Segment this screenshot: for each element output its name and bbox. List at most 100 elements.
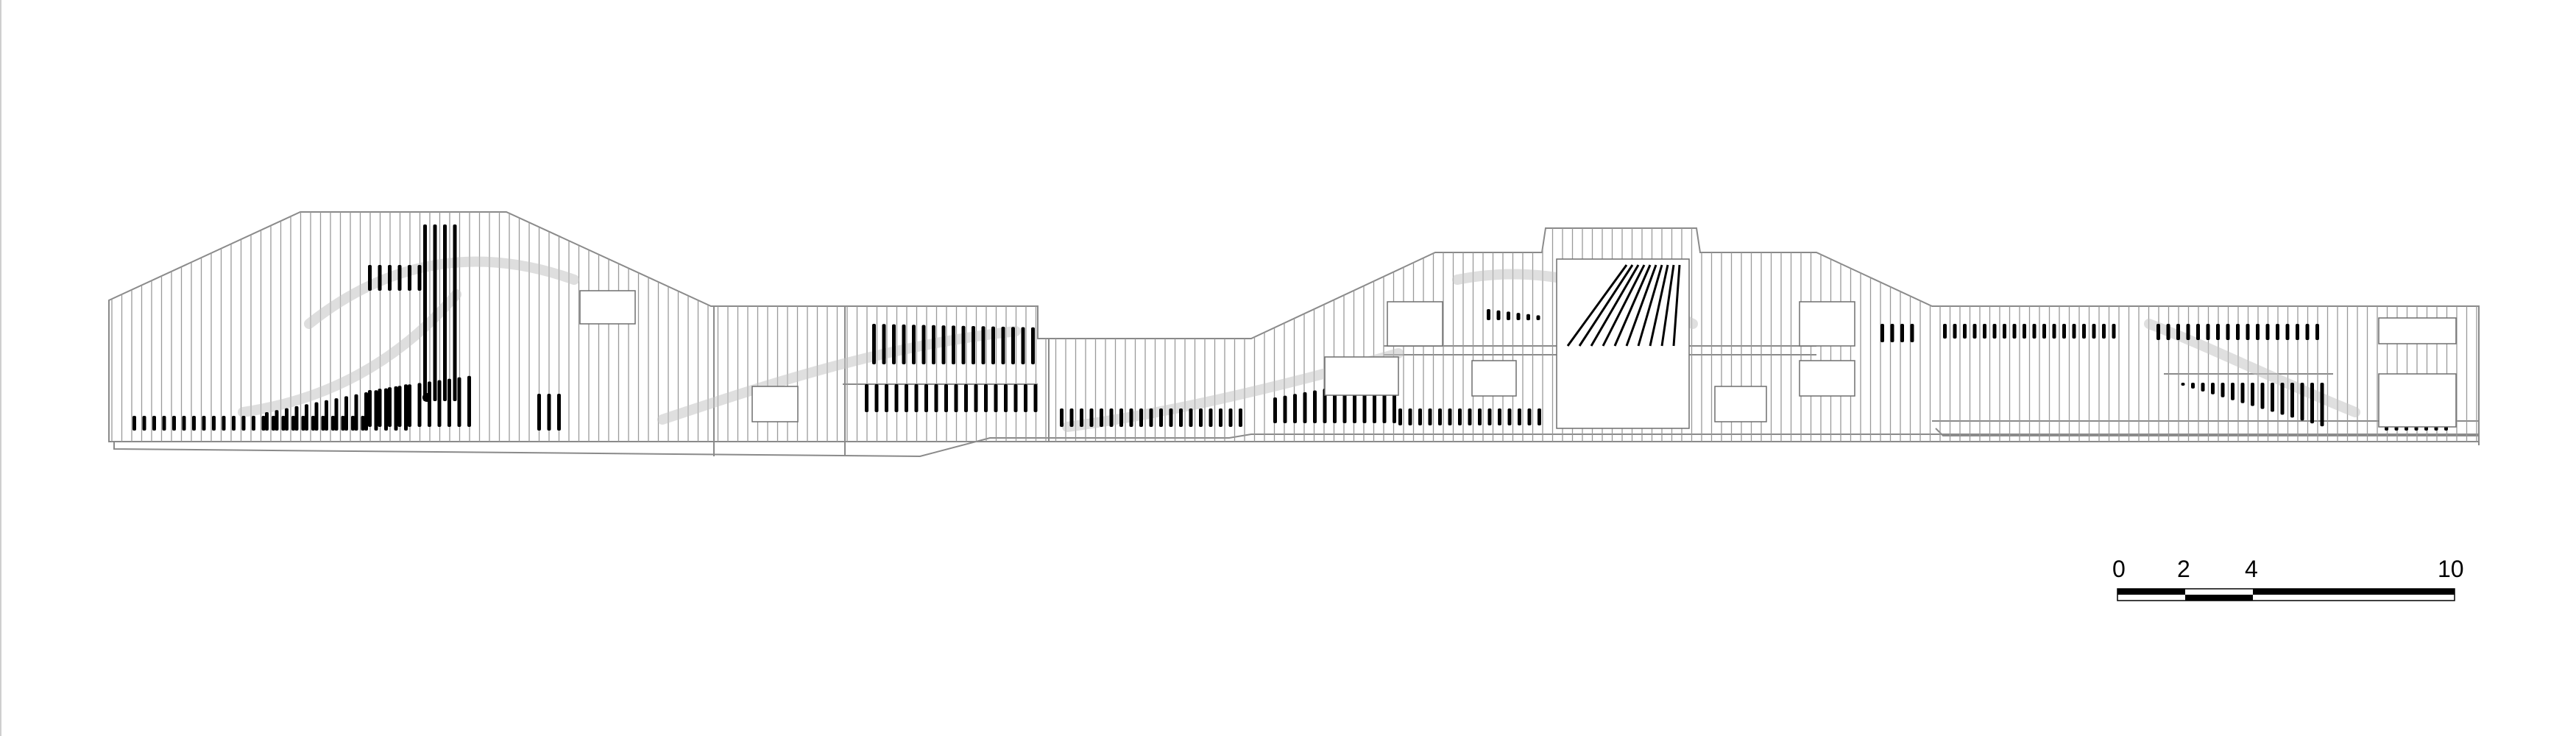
dark-slat <box>2211 383 2215 394</box>
dark-slat <box>1273 397 1277 423</box>
stair-line <box>1590 264 1640 347</box>
dark-slat <box>2240 383 2245 403</box>
dark-slat <box>1004 384 1008 412</box>
dark-slat <box>1060 408 1064 427</box>
dark-slat <box>954 384 958 412</box>
dark-slat <box>408 384 411 427</box>
dark-slat <box>374 390 378 431</box>
dark-slat <box>894 384 899 412</box>
dark-slat <box>1972 324 1977 339</box>
stair-line <box>1613 264 1652 347</box>
dark-slat <box>1323 389 1327 423</box>
dark-slat <box>2176 324 2180 340</box>
shadow-sweep <box>304 256 579 329</box>
dark-slat <box>2265 324 2270 340</box>
dark-slat <box>443 224 447 401</box>
dark-slat <box>301 416 305 431</box>
dark-slat <box>1507 311 1510 320</box>
dark-slat <box>952 325 955 364</box>
dark-slat <box>1080 408 1083 427</box>
stair-line <box>1660 264 1675 347</box>
dark-slat <box>261 416 266 431</box>
stair-line <box>1672 264 1681 347</box>
dark-slat <box>2246 324 2250 340</box>
dark-slat <box>902 324 906 364</box>
dark-slat <box>397 265 402 291</box>
stair-line <box>1649 264 1669 347</box>
dark-slat <box>457 377 461 427</box>
dark-slat <box>294 406 299 431</box>
dark-slat <box>265 412 269 431</box>
dark-slat <box>2092 324 2096 339</box>
dark-slat <box>291 416 295 431</box>
dark-slat <box>467 375 471 427</box>
dark-slat <box>1992 324 1997 339</box>
dark-slat <box>334 398 339 431</box>
dark-slat <box>2315 324 2319 340</box>
dark-slat <box>1428 408 1432 425</box>
window <box>1324 356 1399 396</box>
dark-slat <box>961 325 966 364</box>
dark-slat <box>325 400 328 431</box>
dark-slat <box>192 416 196 431</box>
dark-slat <box>341 416 345 431</box>
dark-slat <box>404 384 408 431</box>
dark-slat <box>364 392 368 431</box>
dark-slat <box>944 384 948 412</box>
dark-slat <box>981 326 986 364</box>
dark-slat <box>142 416 146 431</box>
dark-slat <box>1478 408 1482 425</box>
dark-slat <box>1963 324 1967 339</box>
dark-slat <box>2300 383 2304 421</box>
stair-line <box>1566 264 1628 347</box>
dark-slat <box>2072 324 2076 339</box>
window <box>1799 301 1855 347</box>
dark-slat <box>2256 324 2260 340</box>
dark-slat <box>1943 324 1947 339</box>
dark-slat <box>2042 324 2046 339</box>
dark-slat <box>2201 383 2205 392</box>
dark-slat <box>934 384 938 412</box>
dark-slat <box>892 324 896 364</box>
ground-line-right <box>1935 428 2480 445</box>
window <box>2378 373 2457 428</box>
dark-slat <box>305 404 308 431</box>
dark-slat <box>872 324 876 364</box>
shadow-sweep <box>2144 319 2360 417</box>
dark-slat <box>1021 327 1025 364</box>
dark-slat <box>924 384 928 412</box>
dark-slat <box>1526 314 1530 321</box>
dark-slat <box>914 384 919 412</box>
dark-slat <box>1496 310 1501 320</box>
dark-slat <box>1069 408 1074 427</box>
dark-slat <box>281 416 286 431</box>
dark-slat <box>941 325 946 364</box>
window <box>579 290 636 325</box>
dark-slat <box>905 384 908 412</box>
dark-slat <box>354 394 358 431</box>
dark-slat <box>152 416 156 431</box>
stair-window <box>1556 258 1690 429</box>
dark-slat <box>1468 408 1472 425</box>
scale-label-4: 4 <box>2245 556 2258 582</box>
dark-slat <box>2032 324 2037 339</box>
dark-slat <box>2052 324 2056 339</box>
dark-slat <box>2196 324 2200 340</box>
dark-slat <box>1013 384 1018 412</box>
dark-slat <box>1129 408 1133 427</box>
dark-slat <box>384 388 388 431</box>
dark-slat <box>557 394 561 431</box>
dark-slat <box>2181 383 2185 386</box>
stair-line <box>1602 264 1646 347</box>
dark-slat <box>275 410 279 431</box>
dark-slat <box>2276 324 2279 340</box>
dark-slat <box>1448 408 1452 425</box>
dark-slat <box>2251 383 2254 406</box>
dark-slat <box>972 326 975 364</box>
dark-slat <box>932 325 935 364</box>
dark-slat <box>1498 408 1501 425</box>
dark-slat <box>2206 324 2210 340</box>
scale-bar-segment <box>2185 595 2253 601</box>
dark-slat <box>2156 324 2160 340</box>
stair-line <box>1637 264 1663 347</box>
